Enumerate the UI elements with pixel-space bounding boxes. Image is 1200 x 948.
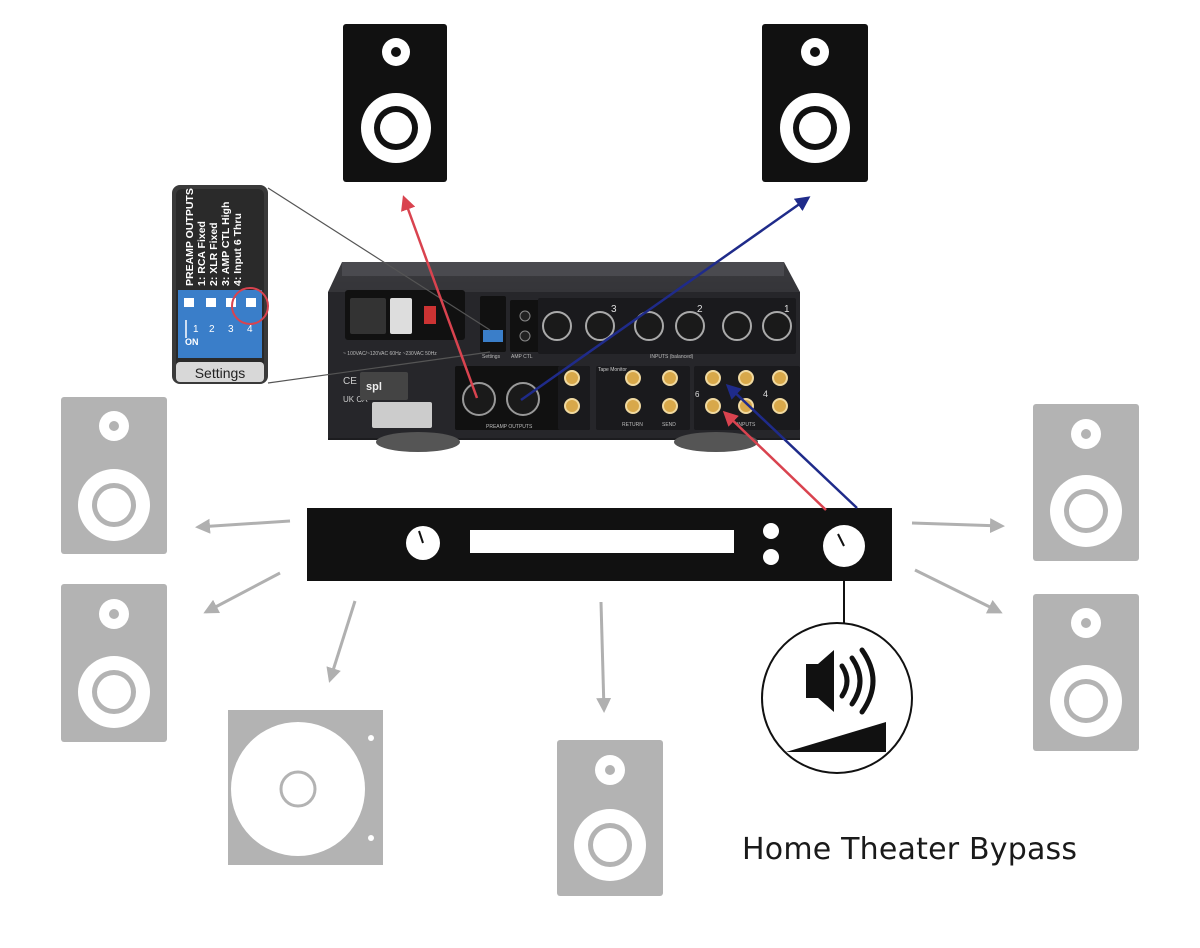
dip-option-4: 4: Input 6 Thru xyxy=(232,213,244,286)
av-receiver-icon xyxy=(307,508,892,626)
blue-signal-path xyxy=(520,196,858,509)
dip-option-1: 1: RCA Fixed xyxy=(196,221,208,286)
subwoofer-icon xyxy=(228,710,383,865)
preamp-outputs-label: PREAMP OUTPUTS xyxy=(486,424,533,430)
diagram-caption: Home Theater Bypass xyxy=(742,832,1078,867)
switch-4-highlight xyxy=(231,287,269,325)
front-right-speaker-icon xyxy=(762,24,868,182)
svg-text:UK CA: UK CA xyxy=(343,395,368,404)
return-label: RETURN xyxy=(622,422,643,428)
dip-number-3: 3 xyxy=(228,324,234,335)
settings-footer-label: Settings xyxy=(195,365,246,381)
surround-left-bottom-speaker-icon xyxy=(61,584,167,742)
surround-right-bottom-speaker-icon xyxy=(1033,594,1139,751)
settings-dip-panel: Settings ON 1 2 3 4 PREAMP OUTPUTS 1: RC… xyxy=(172,185,269,384)
rca-input-number-4: 4 xyxy=(763,389,768,399)
input-number-1: 1 xyxy=(784,304,790,315)
send-label: SEND xyxy=(662,422,676,428)
dip-heading: PREAMP OUTPUTS xyxy=(184,188,196,286)
rca-inputs-label: INPUTS xyxy=(737,422,756,428)
svg-text:~ 100VAC/~120VAC 60Hz ~230VAC: ~ 100VAC/~120VAC 60Hz ~230VAC 50Hz xyxy=(343,351,437,357)
preamp-rear-panel: ~ 100VAC/~120VAC 60Hz ~230VAC 50Hz CE UK… xyxy=(328,262,800,452)
rear-settings-label: Settings xyxy=(482,354,501,360)
dip-option-3: 3: AMP CTL High xyxy=(220,202,232,286)
dip-number-2: 2 xyxy=(209,324,215,335)
red-signal-path xyxy=(401,195,827,511)
brand-logo: spl xyxy=(366,381,382,393)
front-left-speaker-icon xyxy=(343,24,447,182)
receiver-output-arrows xyxy=(195,518,1005,713)
dip-on-label: ON xyxy=(185,337,199,347)
volume-icon xyxy=(761,622,913,774)
bypass-input-number-6: 6 xyxy=(695,390,700,399)
surround-right-top-speaker-icon xyxy=(1033,404,1139,561)
ce-mark: CE xyxy=(343,376,357,387)
tape-monitor-label: Tape Monitor xyxy=(598,367,627,373)
input-number-2: 2 xyxy=(697,304,703,315)
settings-callout-lines xyxy=(267,187,491,384)
dip-number-1: 1 xyxy=(193,324,199,335)
center-speaker-icon xyxy=(557,740,663,896)
dip-number-4: 4 xyxy=(247,324,253,335)
inputs-balanced-label: INPUTS (balanced) xyxy=(650,354,694,360)
dip-option-2: 2: XLR Fixed xyxy=(208,222,220,286)
amp-ctl-label: AMP CTL xyxy=(511,354,533,360)
input-number-3: 3 xyxy=(611,304,617,315)
surround-left-top-speaker-icon xyxy=(61,397,167,554)
